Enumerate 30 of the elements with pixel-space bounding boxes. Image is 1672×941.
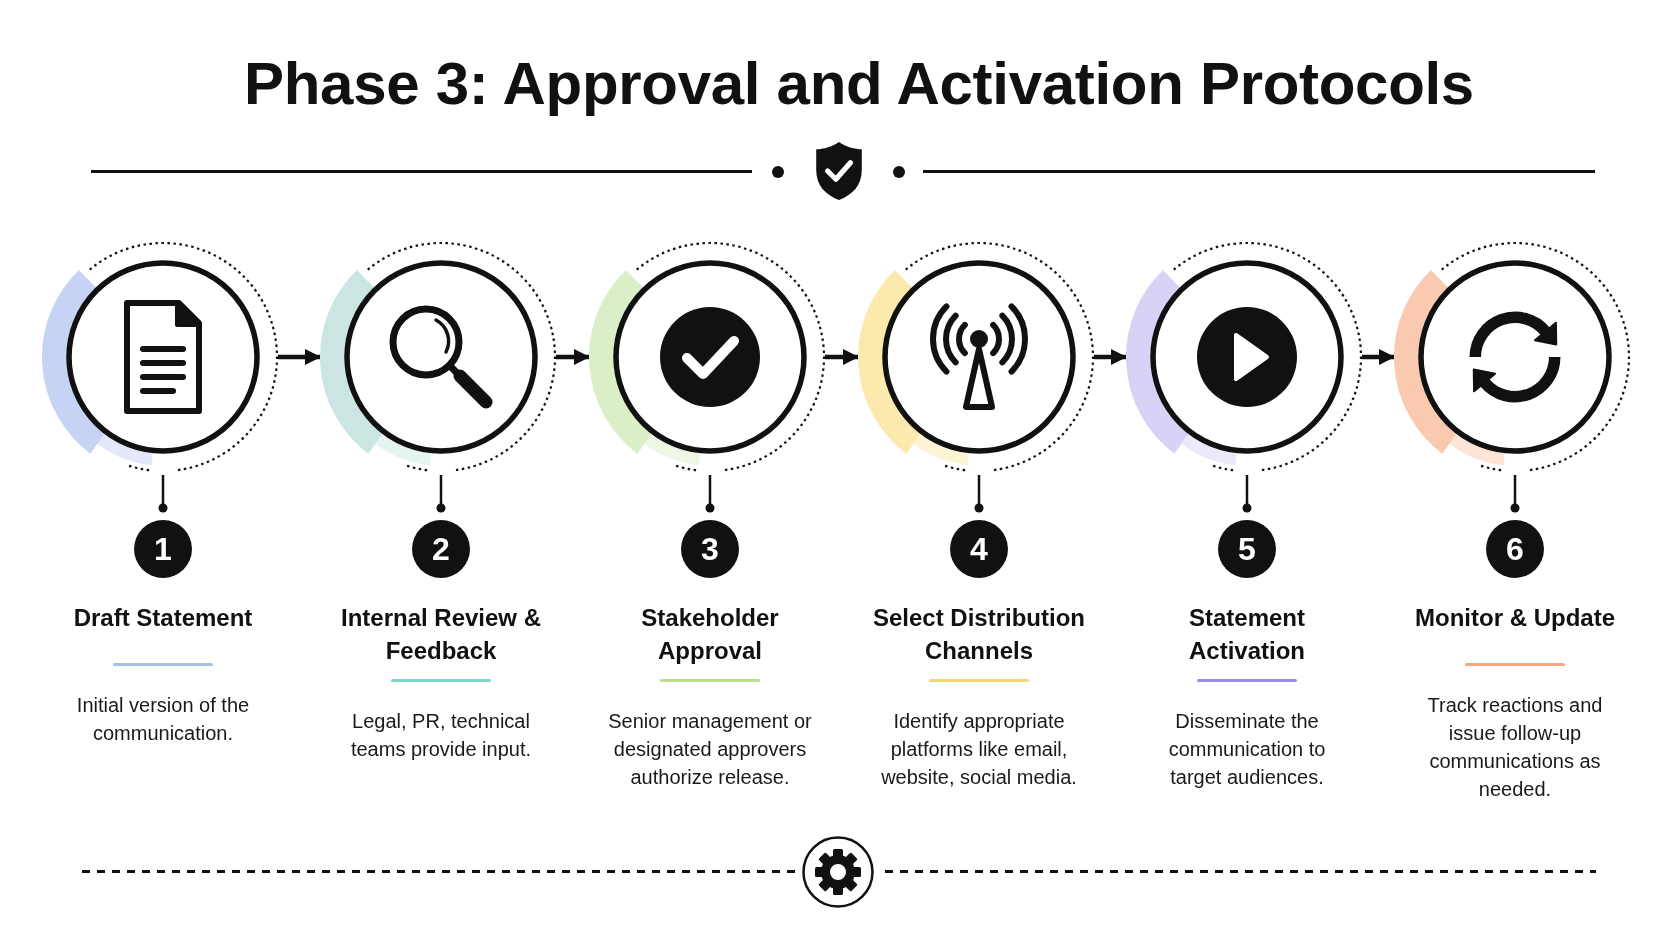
arrow [1362,349,1395,365]
arrow [1094,349,1127,365]
step-number: 6 [1486,520,1544,578]
step-description: Senior management or designated approvers authorize release. [607,709,813,790]
step-description: Legal, PR, technical teams provide input. [349,709,533,762]
step-title: Statement Activation [1188,603,1306,666]
connector-line [1242,475,1252,513]
step-title: Select Distribution Channels [872,603,1086,666]
step-number: 5 [1218,520,1276,578]
arrow [556,349,590,365]
step-number: 3 [681,520,739,578]
page-title: Phase 3: Approval and Activation Protocols [243,49,1475,119]
step-title: Monitor & Update [1415,603,1615,633]
step-number: 1 [134,520,192,578]
arrow [278,349,321,365]
connector-line [974,475,984,513]
step-title: Internal Review & Feedback [339,603,543,666]
step-number: 4 [950,520,1008,578]
step-title: Stakeholder Approval [640,603,780,666]
step-description: Initial version of the communication. [75,693,251,746]
connector-line [158,475,168,513]
step-description: Track reactions and issue follow-up communications as needed. [1426,693,1604,802]
step-title: Draft Statement [73,603,253,633]
connector-line [705,475,715,513]
step-description: Identify appropriate platforms like email, website, social media. [880,709,1078,790]
arrow [825,349,859,365]
connector-line [1510,475,1520,513]
step-description: Disseminate the communication to target audiences. [1167,709,1327,790]
connector-line [436,475,446,513]
step-number: 2 [412,520,470,578]
